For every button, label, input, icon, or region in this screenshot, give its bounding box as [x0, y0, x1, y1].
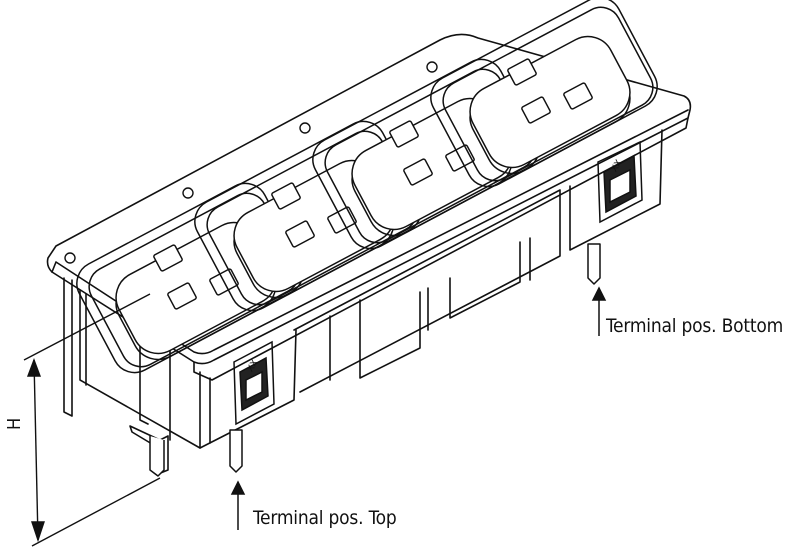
earth-slot: [153, 244, 183, 272]
earth-slot: [507, 58, 537, 86]
pin-slot: [167, 282, 197, 310]
pin-slot: [403, 158, 433, 186]
terminal-bottom-label: Terminal pos. Bottom: [606, 315, 784, 337]
terminal-top: [229, 429, 243, 473]
dimension-extension-bottom: [31, 477, 161, 547]
terminal-top-label: Terminal pos. Top: [253, 507, 397, 529]
switch-front: XX: [233, 340, 275, 426]
outlet-recess-inner: [442, 6, 654, 182]
mount-hole: [426, 61, 438, 73]
earth-slot: [389, 120, 419, 148]
earth-slot: [271, 182, 301, 210]
dimension-extension-top: [23, 293, 151, 361]
arrow-terminal-bottom: [591, 286, 607, 301]
switch-back: XX: [597, 140, 643, 224]
terminal-bottom: [587, 243, 601, 285]
pin-slot: [563, 82, 593, 110]
arrow-terminal-top: [230, 480, 246, 495]
pin-slot: [521, 96, 551, 124]
mount-hole: [182, 187, 194, 199]
mount-hole: [64, 252, 76, 264]
pin-slot: [285, 220, 315, 248]
top-plate-inner-edge: [51, 109, 689, 355]
dimension-h-label: H: [4, 418, 25, 430]
outlet: [312, 58, 540, 250]
dimension-line: [33, 359, 39, 541]
mount-hole: [299, 122, 311, 134]
outlet: [430, 0, 658, 188]
